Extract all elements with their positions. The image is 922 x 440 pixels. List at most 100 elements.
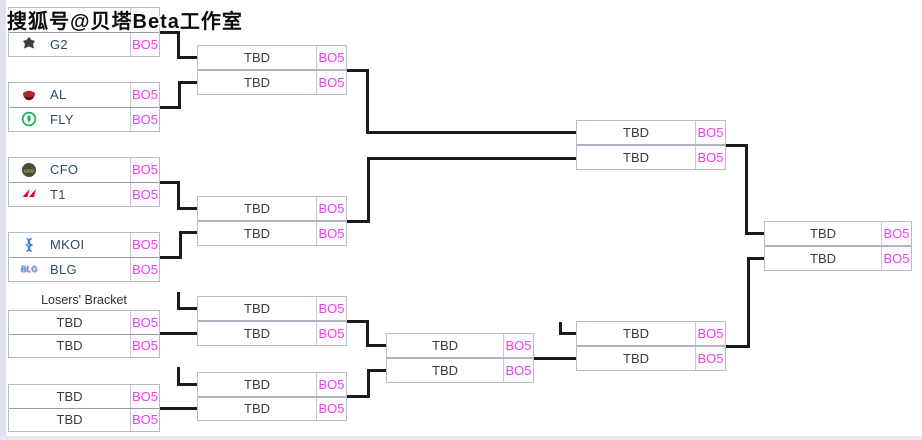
tbd-label: TBD	[623, 326, 649, 341]
bo5-badge: BO5	[316, 297, 346, 320]
tbd-label: TBD	[244, 75, 270, 90]
bo5-badge: BO5	[316, 373, 346, 396]
bracket-connector-line	[347, 69, 369, 72]
team-name-cell: TBD	[198, 222, 316, 245]
bracket-connector-line	[347, 220, 370, 223]
bo5-badge	[130, 8, 159, 32]
tbd-label: TBD	[244, 50, 270, 65]
bracket-row-tbd: TBD BO5	[9, 407, 159, 432]
bracket-row-tbd: TBD BO5	[198, 46, 346, 69]
team-name-cell: TBD	[765, 222, 881, 245]
svg-text:BLG: BLG	[21, 266, 38, 275]
bracket-connector-line	[745, 144, 748, 235]
team-name-cell: FLY	[9, 108, 130, 132]
bo5-badge: BO5	[881, 222, 911, 245]
tbd-label: TBD	[244, 301, 270, 316]
team-label: MKOI	[50, 237, 85, 253]
bracket-row-cfo: CFO CFO BO5	[9, 158, 159, 182]
bo5-badge: BO5	[316, 397, 346, 420]
svg-text:BLG: BLG	[20, 265, 37, 274]
bracket-connector-line	[726, 144, 748, 147]
cfo-logo: CFO	[20, 161, 38, 179]
bracket-connector-line	[160, 407, 199, 410]
team-name-cell: T1	[9, 183, 130, 207]
team-name-cell: CFO CFO	[9, 158, 130, 182]
team-label: FLY	[50, 111, 74, 127]
bracket-connector-line	[534, 357, 578, 360]
bracket-connector-line	[160, 31, 180, 34]
bracket-connector-line	[367, 157, 370, 223]
bracket-connector-line	[368, 157, 578, 160]
bo5-badge: BO5	[130, 83, 159, 107]
bracket-connector-line	[746, 232, 766, 235]
bo5-badge: BO5	[130, 408, 159, 431]
bo5-badge: BO5	[695, 146, 725, 169]
bracket-connector-line	[726, 345, 750, 348]
bracket-row-tbd: TBD BO5	[198, 395, 346, 421]
team-name-cell: G2	[9, 33, 130, 57]
bracket-connector-line	[177, 181, 180, 210]
bo5-badge: BO5	[316, 197, 346, 220]
team-name-cell: TBD	[387, 359, 503, 382]
tbd-label: TBD	[56, 412, 83, 428]
team-name-cell: TBD	[9, 385, 130, 408]
bracket-connector-line	[179, 231, 182, 259]
bracket-row-tbd: TBD BO5	[765, 222, 911, 245]
bracket-connector-line	[747, 257, 750, 348]
bracket-connector-line	[178, 207, 199, 210]
team-label: CFO	[50, 162, 79, 178]
team-label: BLG	[50, 261, 77, 277]
bracket-connector-line	[177, 31, 180, 59]
tbd-label: TBD	[244, 401, 270, 417]
team-name-cell: TBD	[9, 409, 130, 432]
bracket-connector-line	[366, 69, 369, 134]
bo5-badge: BO5	[130, 158, 159, 182]
losers-bracket-label: Losers' Bracket	[41, 293, 127, 307]
bracket-connector-line	[179, 81, 199, 84]
bracket-connector-line	[177, 367, 180, 386]
bo5-badge: BO5	[316, 46, 346, 69]
bo5-badge: BO5	[316, 322, 346, 345]
bo5-badge: BO5	[695, 121, 725, 144]
bo5-badge: BO5	[316, 222, 346, 245]
bracket-connector-line	[347, 320, 369, 323]
bo5-badge: BO5	[130, 233, 159, 257]
bracket-connector-line	[178, 307, 199, 310]
tbd-label: TBD	[56, 388, 83, 404]
team-label: G2	[50, 36, 68, 52]
team-name-cell: TBD	[198, 398, 316, 421]
tbd-label: TBD	[810, 251, 836, 266]
bo5-badge: BO5	[695, 347, 725, 370]
bracket-connector-line	[178, 81, 181, 109]
bracket-connector-line	[347, 395, 370, 398]
team-name-cell: TBD	[577, 121, 695, 144]
bracket-connector-line	[160, 106, 181, 109]
bracket-connector-line	[160, 256, 182, 259]
bo5-badge: BO5	[130, 385, 159, 408]
bracket-row-empty	[9, 8, 159, 32]
bracket-connector-line	[367, 369, 370, 398]
bracket-connector-line	[367, 131, 578, 134]
team-name-cell: TBD	[577, 322, 695, 345]
tbd-label: TBD	[810, 226, 836, 241]
team-name-cell: TBD	[198, 46, 316, 69]
